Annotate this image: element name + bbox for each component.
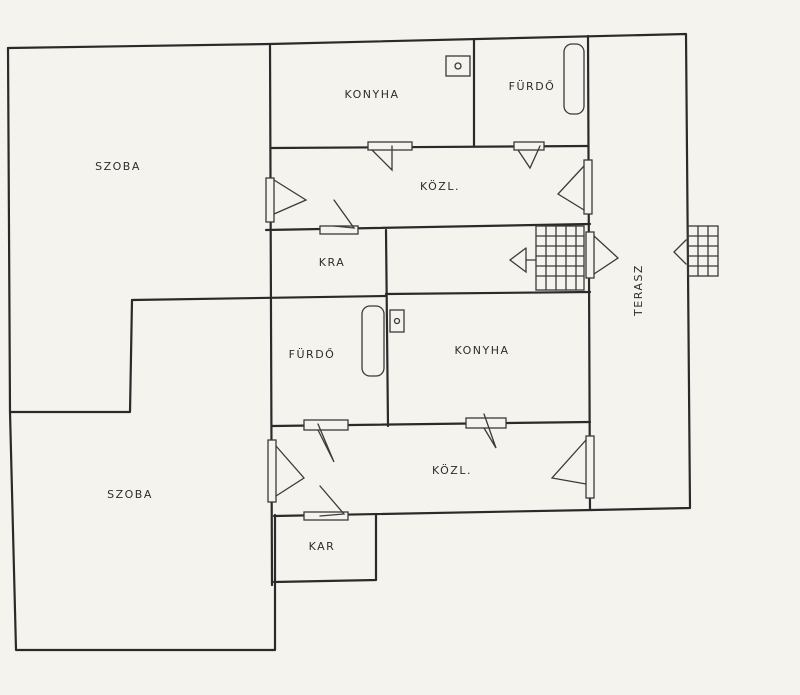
stairs-exterior [673,225,719,277]
doors [265,141,620,521]
room-label-kozl-top: KÖZL. [420,180,460,193]
room-label-szoba-bottom: SZOBA [107,488,153,501]
room-label-kra: KRA [319,256,345,269]
sink-top [445,55,471,77]
bathtub-top [563,43,585,115]
fixtures [361,43,585,377]
sink-bottom [389,309,405,333]
interior-walls [264,34,594,587]
room-label-furdo-top: FÜRDŐ [509,79,556,93]
room-label-konyha-bottom: KONYHA [454,344,509,357]
room-label-furdo-bottom: FÜRDŐ [289,347,336,361]
room-label-kar: KAR [309,540,336,553]
room-label-konyha-top: KONYHA [344,88,399,101]
room-label-terasz: TERASZ [632,264,645,317]
bathtub-bottom [361,305,385,377]
stairs-interior [508,225,585,291]
room-label-kozl-bottom: KÖZL. [432,464,472,477]
room-label-szoba-top: SZOBA [95,160,141,173]
